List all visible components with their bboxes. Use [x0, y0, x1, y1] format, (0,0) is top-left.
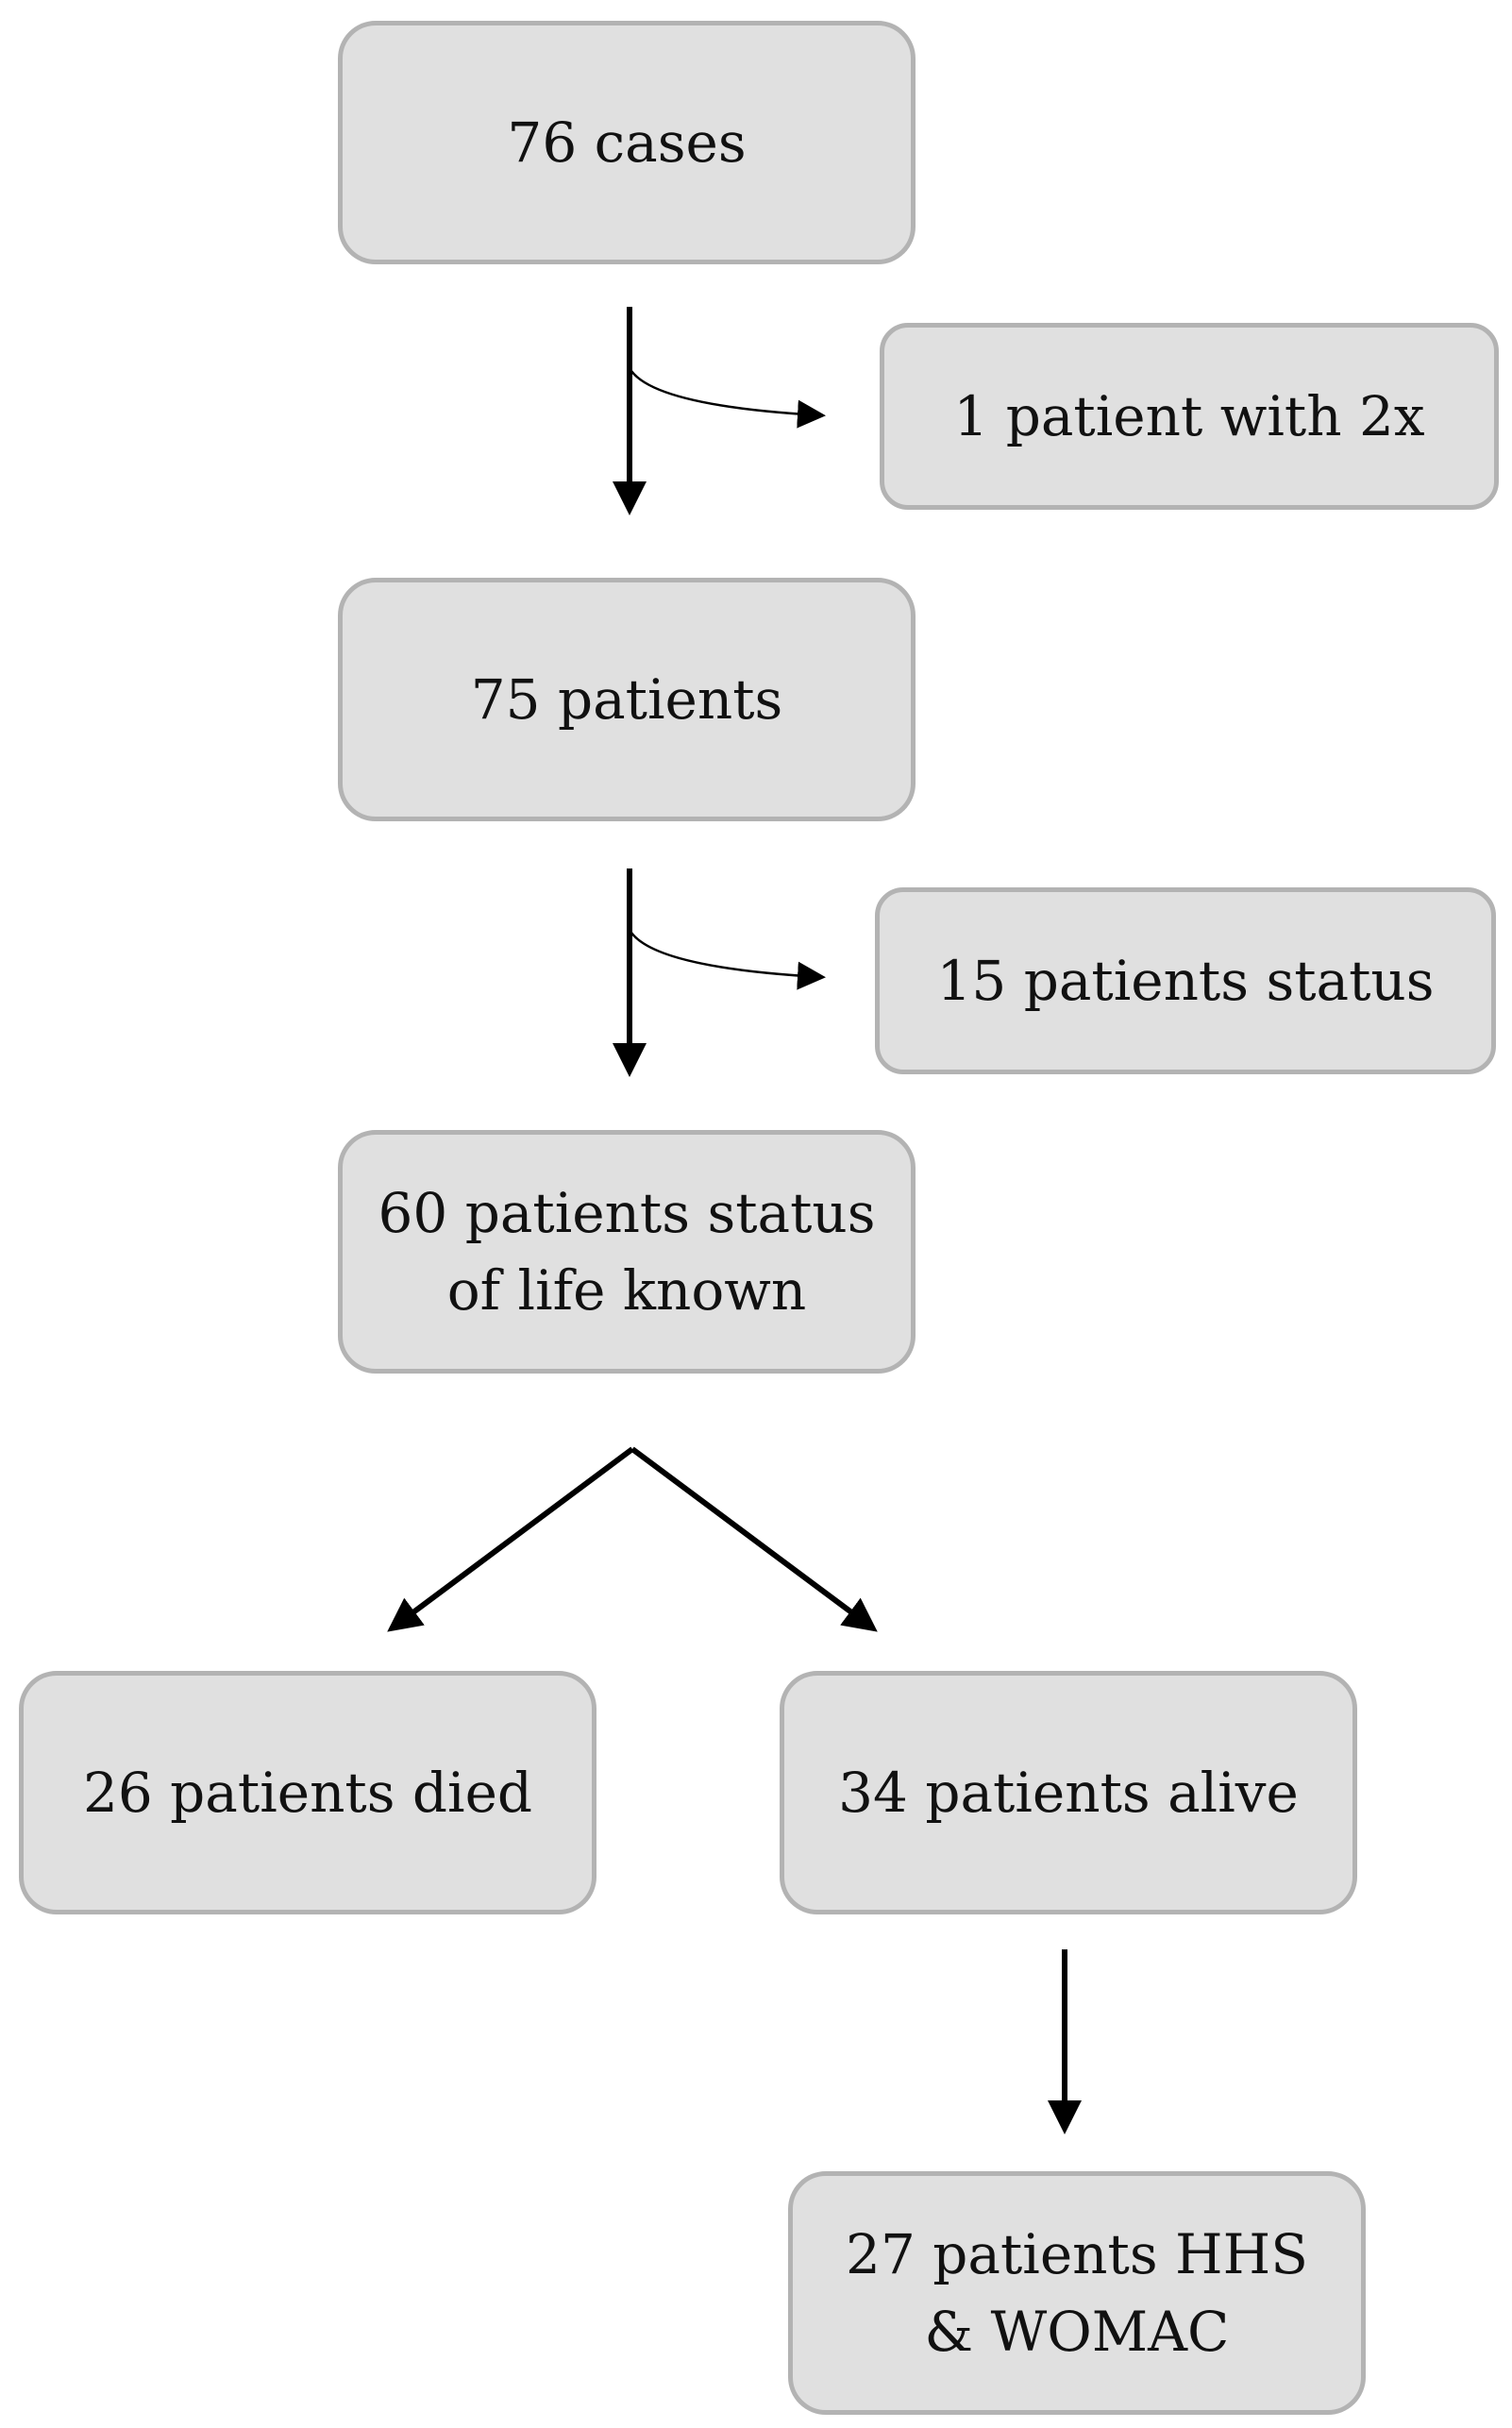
arrow-known-to-died [387, 1446, 634, 1632]
arrow-known-to-alive [630, 1446, 878, 1632]
node-unknown-status: 15 patients status [875, 887, 1496, 1074]
node-patients: 75 patients [338, 578, 916, 821]
node-died: 26 patients died [19, 1671, 596, 1914]
node-alive: 34 patients alive [780, 1671, 1357, 1914]
arrow-exclusion-unknown [628, 929, 826, 990]
arrow-exclusion-duplicate [628, 367, 826, 429]
node-duplicate-patient: 1 patient with 2x [880, 323, 1499, 510]
node-cases: 76 cases [338, 21, 916, 264]
node-hhs-womac: 27 patients HHS & WOMAC [788, 2171, 1366, 2415]
node-known-status: 60 patients status of life known [338, 1130, 916, 1374]
